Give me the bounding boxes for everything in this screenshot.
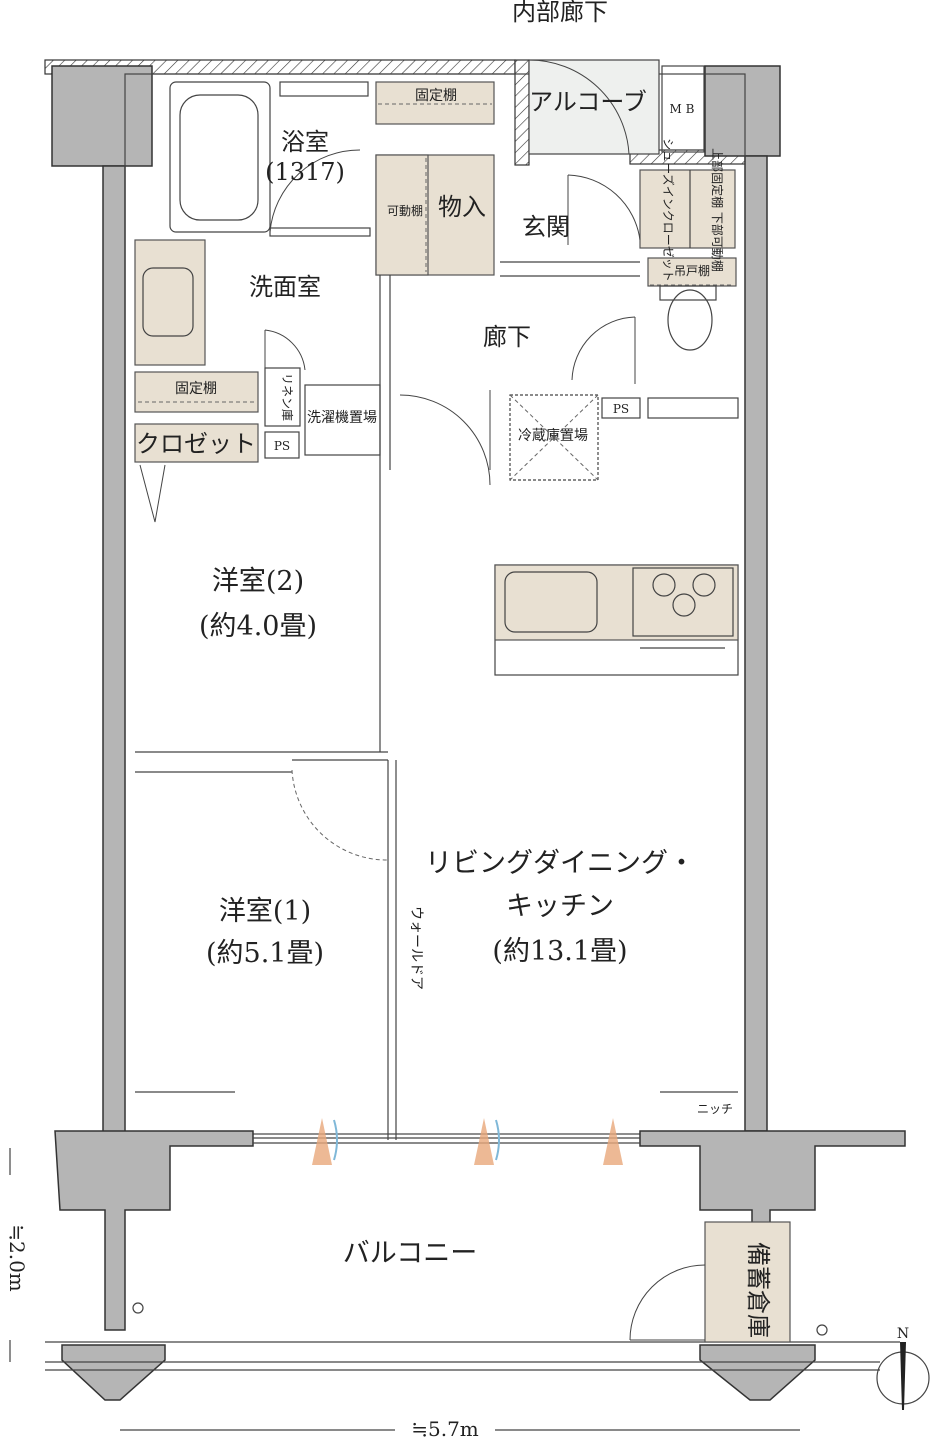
movable-shelf-label: 可動棚 [387,203,423,218]
width-dimension: ≒5.7m [411,1417,479,1439]
compass-north-label: N [897,1326,909,1342]
ldk-size-label: (約13.1畳) [492,936,627,967]
left-closet [134,371,259,523]
entrance-label: 玄関 [522,213,570,241]
balcony-storage [132,1221,828,1343]
ldk-label-line1: リビングダイニング・ [425,848,695,879]
room1-label: 洋室(1) [219,896,311,927]
mb-label: M B [670,102,695,116]
structure-walls [44,59,906,1401]
storage-outdoor-label: 備蓄倉庫 [744,1242,772,1338]
washroom [134,239,391,470]
room2-label: 洋室(2) [212,566,304,597]
fridge-label: 冷蔵庫置場 [518,427,588,444]
ldk-label-line2: キッチン [506,891,614,922]
compass [876,1342,930,1410]
shoe-shelf-label: 上部固定棚 下部可動棚 [710,148,725,272]
balcony-windows [253,1118,640,1165]
balcony-depth-dimension: ≒2.0m [5,1224,29,1292]
balcony-label: バルコニー [343,1238,477,1269]
fixed-shelf-top-label: 固定棚 [415,88,457,104]
hallway-label: 廊下 [483,323,531,351]
washer-label: 洗濯機置場 [307,410,377,426]
shoe-closet [500,169,736,277]
washroom-label: 洗面室 [249,273,321,301]
hanging-shelf-label: 吊戸棚 [674,263,710,278]
room-dividers [135,470,738,1140]
ps-label-2: PS [274,439,290,453]
bath-label: 浴室 [281,128,329,156]
niche-label: ニッチ [697,1102,733,1116]
room1-size-label: (約5.1畳) [206,938,324,969]
hallway-fixtures [399,390,599,486]
alcove-label: アルコーブ [529,88,647,116]
closet-label: クロゼット [136,430,256,458]
storage-label: 物入 [438,193,486,221]
linen-label: リネン庫 [280,373,294,421]
alcove-area [528,59,705,155]
ps-label-1: PS [613,402,629,416]
bathroom [169,81,371,237]
kitchen-counter [494,564,739,676]
toilet [571,257,739,419]
storage-closet [375,81,495,276]
dimension-lines [9,1148,800,1431]
bath-size-label: (1317) [265,158,345,186]
room2-size-label: (約4.0畳) [199,611,317,642]
fixed-shelf-left-label: 固定棚 [175,381,217,397]
wall-door-label: ウォールドア [408,906,424,990]
shoe-closet-label: シューズインクローゼット [661,138,676,281]
corridor-outside-label: 内部廊下 [512,0,608,26]
